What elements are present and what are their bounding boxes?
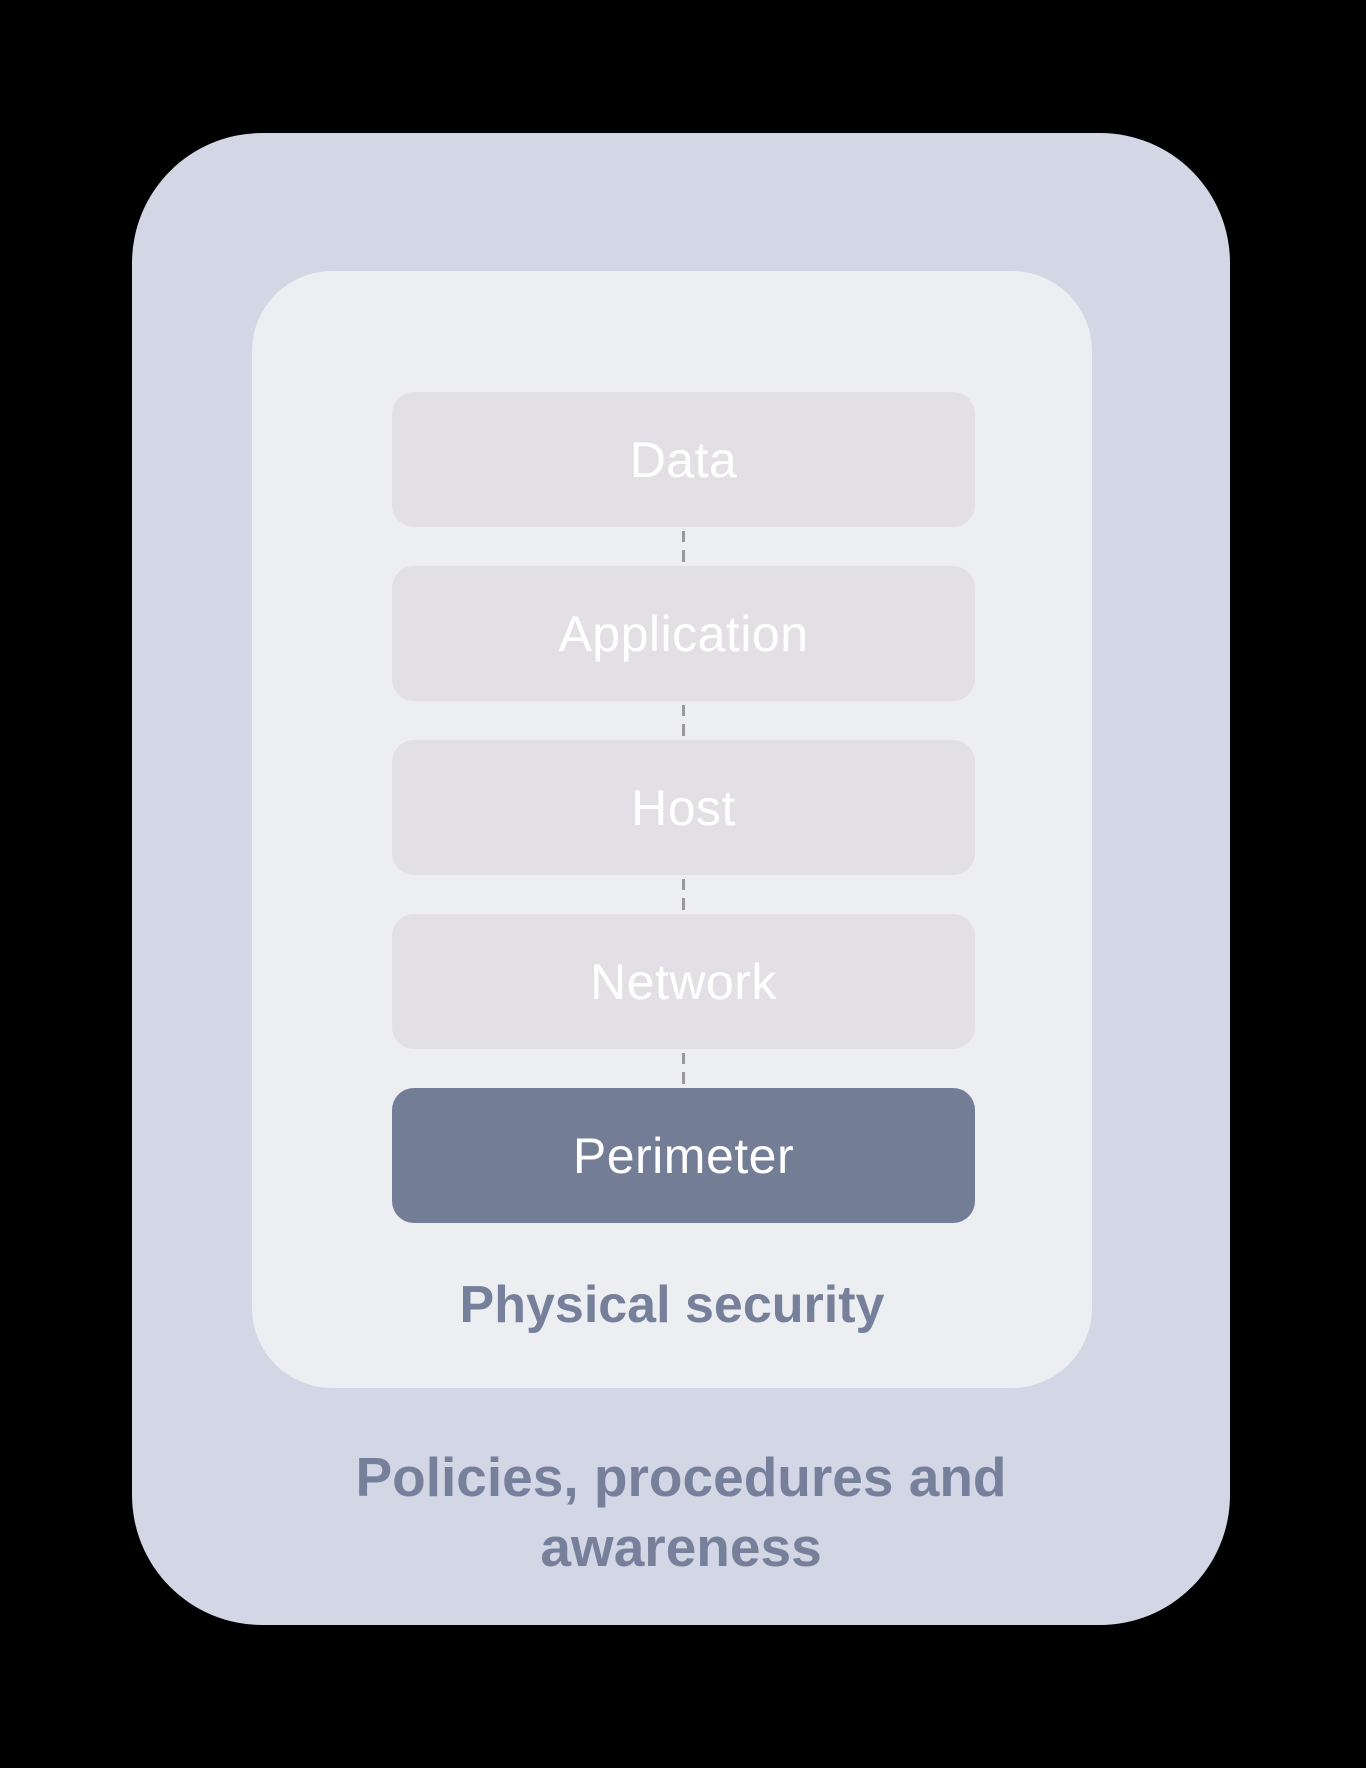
layer-box-label: Host [631,779,736,836]
connector-dashed-line [392,527,975,566]
layer-box-label: Application [558,605,809,662]
connector-dashed-line [392,701,975,740]
layer-box-perimeter: Perimeter [392,1088,975,1223]
policies-label-line2: awareness [540,1516,822,1578]
physical-security-label: Physical security [459,1276,885,1334]
physical-security-layer: Data Application Host Network Perimeter [252,271,1092,1388]
layer-box-network: Network [392,914,975,1049]
layer-box-label: Perimeter [572,1127,795,1184]
layer-box-label: Data [629,431,738,488]
connector-dashed-line [392,1049,975,1088]
layer-box-data: Data [392,392,975,527]
connector-dashed-line [392,875,975,914]
policies-layer: Data Application Host Network Perimeter [132,133,1230,1625]
layer-stack: Data Application Host Network Perimeter [392,392,975,1223]
layer-box-host: Host [392,740,975,875]
policies-label: Policies, procedures and awareness [132,1442,1230,1582]
layer-box-label: Network [590,953,777,1010]
policies-label-line1: Policies, procedures and [355,1446,1007,1508]
layer-box-application: Application [392,566,975,701]
